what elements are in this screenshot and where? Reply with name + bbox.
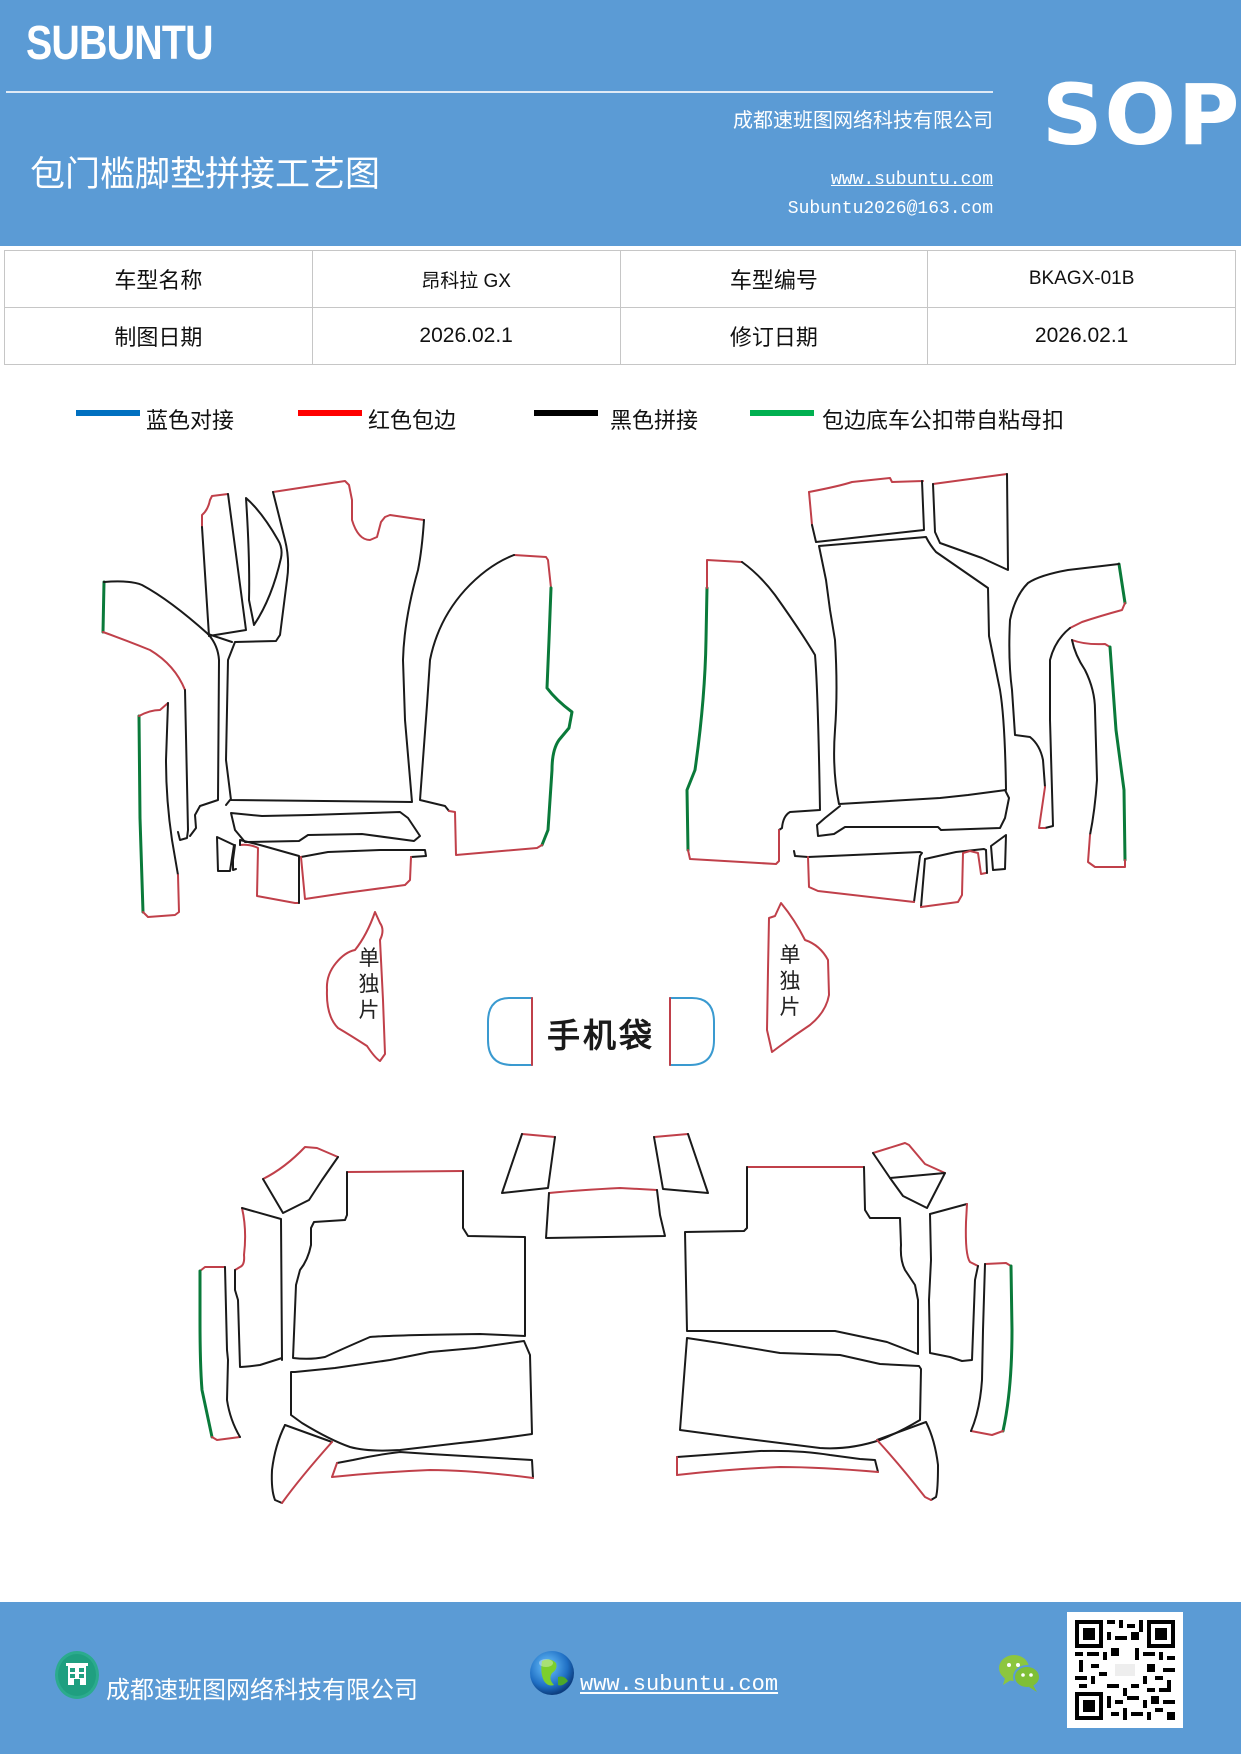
header-divider <box>6 91 993 93</box>
svg-text:片: 片 <box>359 998 380 1022</box>
footer-website-link[interactable]: www.subuntu.com <box>580 1672 779 1697</box>
company-name: 成都速班图网络科技有限公司 <box>733 108 993 132</box>
globe-icon <box>530 1651 574 1695</box>
legend-item-blue: 蓝色对接 <box>76 403 234 435</box>
legend-label: 黑色拼接 <box>610 409 699 434</box>
brand-logo: SUBUNTU <box>26 17 213 70</box>
legend-item-green: 包边底车公扣带自粘母扣 <box>750 403 1064 435</box>
black-line-swatch <box>534 410 598 416</box>
floor-mat-pattern-diagram: 单 独 片 <box>101 473 1127 1504</box>
front-left-mat-group: 单 独 片 <box>101 480 574 1062</box>
legend-item-red: 红色包边 <box>298 403 456 435</box>
svg-text:独: 独 <box>780 969 801 993</box>
legend-label: 蓝色对接 <box>146 409 235 434</box>
separate-piece-label-right: 单 <box>780 943 801 967</box>
green-line-swatch <box>750 410 814 416</box>
model-code-label: 车型编号 <box>619 250 929 308</box>
footer-company-name: 成都速班图网络科技有限公司 <box>106 1676 418 1704</box>
page-title: 包门槛脚垫拼接工艺图 <box>30 155 381 195</box>
svg-text:独: 独 <box>359 972 380 996</box>
footer-banner: 成都速班图网络科技有限公司 www.subuntu.com <box>0 1602 1241 1754</box>
front-right-mat-group: 单 独 片 <box>685 473 1127 1053</box>
building-icon <box>55 1651 99 1699</box>
model-name-value: 昂科拉 GX <box>311 250 621 308</box>
draw-date-value: 2026.02.1 <box>311 307 621 365</box>
model-code-value: BKAGX-01B <box>927 250 1236 308</box>
legend-label: 包边底车公扣带自粘母扣 <box>822 409 1065 434</box>
revise-date-value: 2026.02.1 <box>927 307 1236 365</box>
model-name-label: 车型名称 <box>4 250 313 308</box>
red-line-swatch <box>298 410 362 416</box>
legend: 蓝色对接 红色包边 黑色拼接 包边底车公扣带自粘母扣 <box>0 403 1241 443</box>
vehicle-info-table: 车型名称 昂科拉 GX 车型编号 BKAGX-01B 制图日期 2026.02.… <box>4 250 1236 365</box>
separate-piece-label-left: 单 <box>359 946 380 970</box>
email-address: Subuntu2026@163.com <box>787 199 993 219</box>
blue-line-swatch <box>76 410 140 416</box>
phone-pocket-label: 手机袋 <box>547 1016 655 1055</box>
website-link[interactable]: www.subuntu.com <box>830 170 993 190</box>
legend-item-black: 黑色拼接 <box>534 403 698 435</box>
rear-left-mat-group <box>198 1133 666 1504</box>
svg-text:片: 片 <box>780 995 801 1019</box>
rear-right-mat-group <box>653 1133 1014 1501</box>
revise-date-label: 修订日期 <box>619 307 929 365</box>
legend-label: 红色包边 <box>368 409 457 434</box>
qr-code <box>1067 1612 1183 1728</box>
table-row: 车型名称 昂科拉 GX 车型编号 BKAGX-01B <box>4 250 1236 308</box>
table-row: 制图日期 2026.02.1 修订日期 2026.02.1 <box>4 307 1236 365</box>
doc-type-label: SOP <box>1042 66 1241 164</box>
header-banner: SUBUNTU 成都速班图网络科技有限公司 包门槛脚垫拼接工艺图 www.sub… <box>0 0 1241 246</box>
wechat-icon[interactable] <box>997 1652 1043 1694</box>
qr-code-pattern <box>1075 1620 1175 1720</box>
phone-pocket-pieces: 手机袋 <box>487 997 715 1066</box>
draw-date-label: 制图日期 <box>4 307 313 365</box>
